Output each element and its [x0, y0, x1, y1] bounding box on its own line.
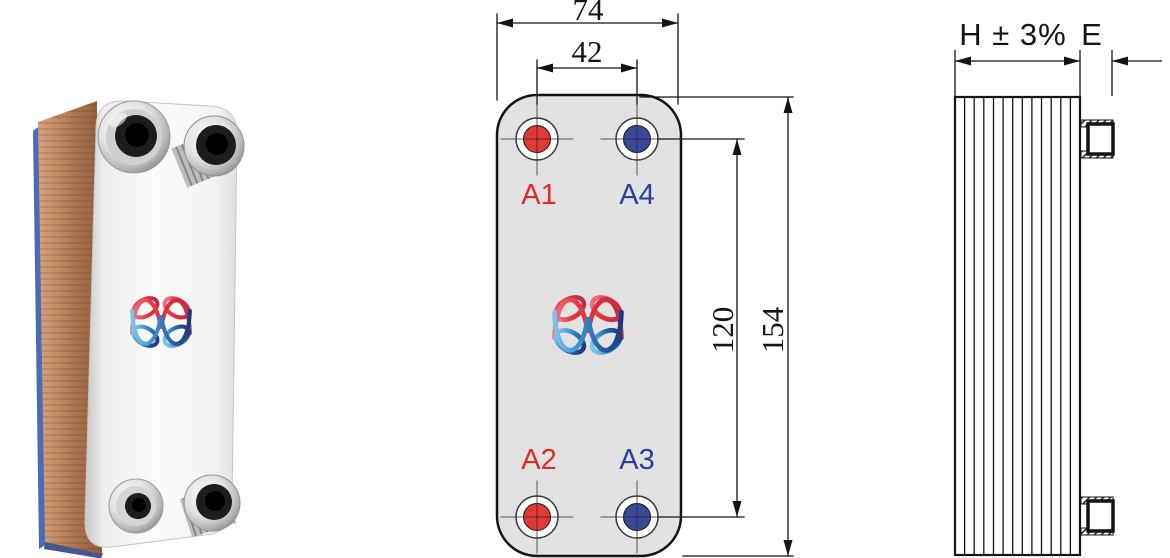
arrowhead — [497, 18, 513, 28]
connector-bottom — [1080, 496, 1115, 536]
photo-port-bottom-right — [179, 474, 241, 538]
photo-port-bottom-left — [108, 478, 164, 534]
photo-port-top-right — [171, 115, 245, 188]
port-a1 — [500, 102, 574, 176]
plate-stack-lines — [963, 97, 1072, 555]
dim-label-height-total: 154 — [754, 306, 790, 354]
photo-port-top-left — [97, 100, 171, 174]
arrowhead — [955, 56, 971, 66]
arrowhead — [1112, 56, 1128, 66]
connector-top — [1080, 119, 1115, 159]
dim-line-120 — [657, 138, 745, 518]
arrowhead — [732, 139, 742, 155]
port-label-a4: A4 — [619, 179, 655, 211]
arrowhead — [783, 97, 793, 113]
dim-label-edge-plate: E — [1081, 17, 1103, 52]
dim-label-stack-height: H ± 3% — [959, 17, 1067, 52]
dim-line-42 — [536, 59, 638, 105]
arrowhead — [783, 540, 793, 556]
front-view-drawing — [495, 13, 794, 558]
port-label-a2: A2 — [521, 444, 557, 476]
copper-brazed-side — [38, 101, 102, 554]
photo-heat-exchanger — [33, 100, 245, 558]
arrowhead — [537, 63, 553, 73]
side-view-drawing — [953, 50, 1162, 557]
bottom-blue-edge — [44, 541, 103, 558]
dim-label-port-spacing: 42 — [571, 34, 603, 69]
dim-line-H — [954, 50, 1113, 96]
arrowhead — [621, 63, 637, 73]
dim-label-port-vertical: 120 — [704, 306, 740, 354]
port-a4 — [600, 102, 674, 176]
dim-line-74 — [496, 13, 679, 105]
port-a2 — [500, 480, 574, 554]
arrowhead — [1064, 56, 1080, 66]
port-label-a1: A1 — [521, 179, 557, 211]
dim-line-154 — [639, 96, 794, 557]
plate-stack — [953, 95, 1082, 557]
arrowhead — [662, 18, 678, 28]
port-label-a3: A3 — [619, 444, 655, 476]
dim-label-width-total: 74 — [572, 0, 604, 27]
arrowhead — [732, 501, 742, 517]
